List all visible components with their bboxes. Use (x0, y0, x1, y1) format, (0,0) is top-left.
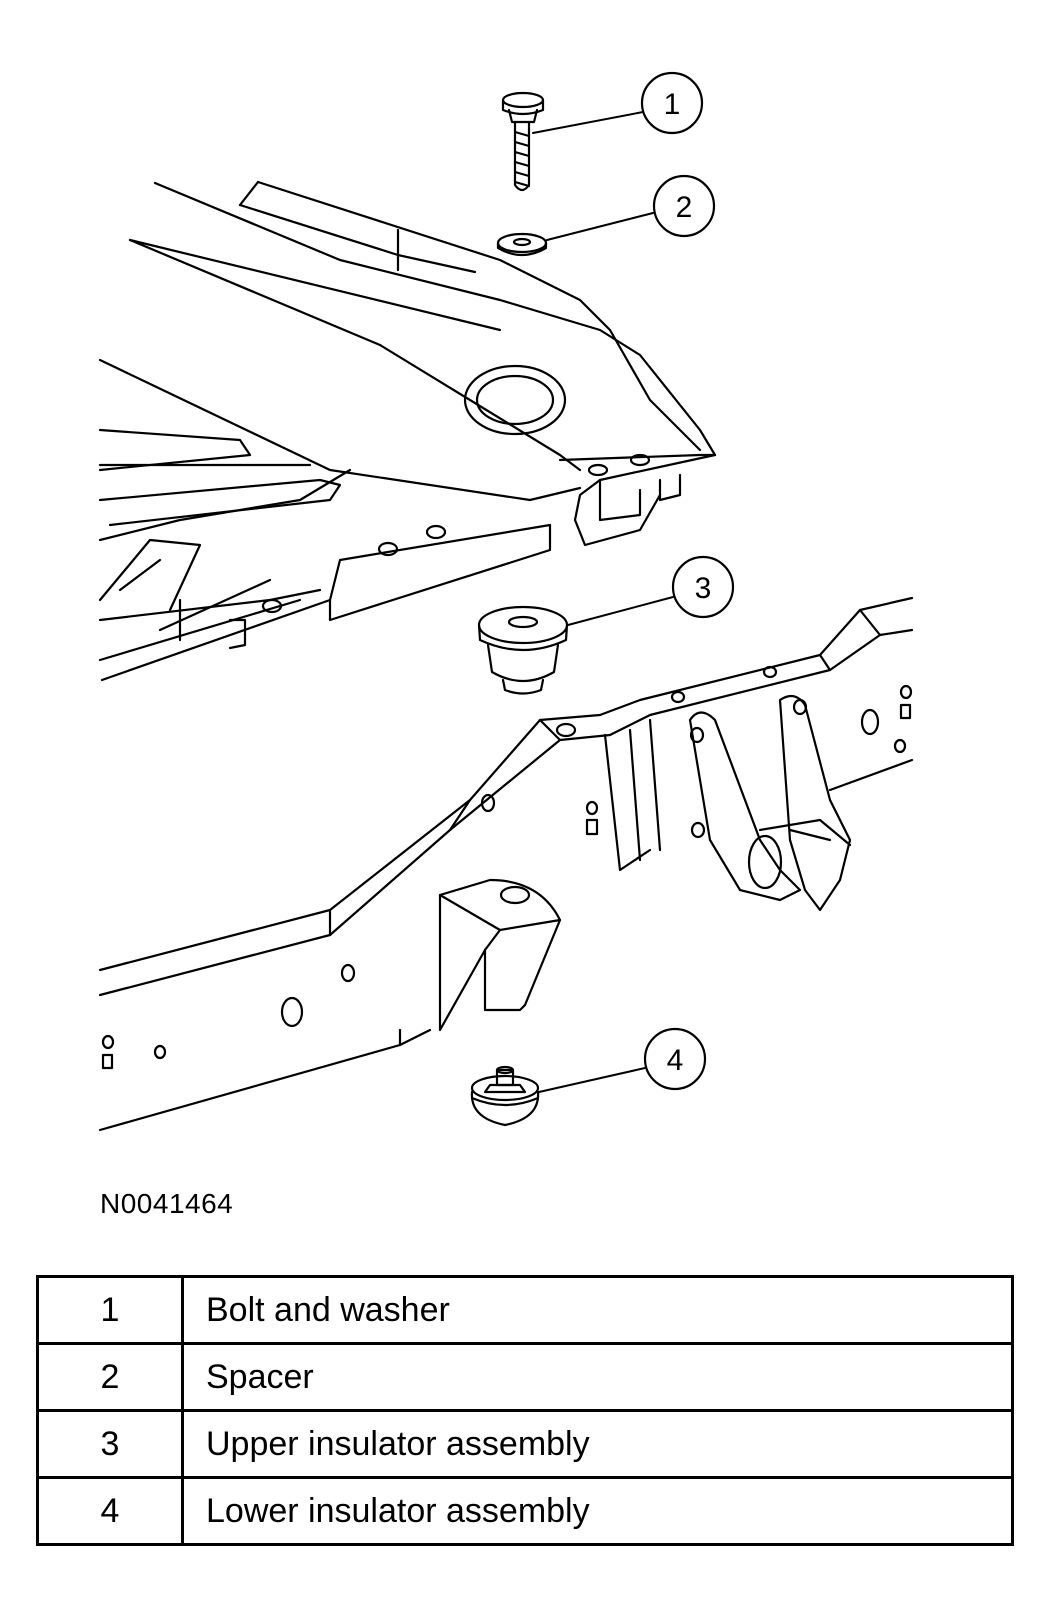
body-floor-structure (98, 180, 717, 682)
legend-label-3: Upper insulator assembly (181, 1409, 1014, 1479)
frame-rail (98, 596, 914, 1132)
legend-number-3: 3 (36, 1409, 184, 1479)
callout-number-1: 1 (664, 88, 681, 121)
spacer-part (496, 232, 548, 257)
leader-lines (532, 111, 674, 1093)
legend-label-1: Bolt and washer (181, 1275, 1014, 1345)
legend-number-2: 2 (36, 1342, 184, 1412)
lower-insulator-part (470, 1065, 540, 1127)
callout-number-4: 4 (667, 1044, 684, 1077)
legend-label-4: Lower insulator assembly (181, 1476, 1014, 1546)
callout-circles (640, 71, 735, 1091)
parts-legend-table: 1 Bolt and washer 2 Spacer 3 Upper insul… (36, 1275, 1014, 1546)
figure-reference-code: N0041464 (100, 1188, 234, 1219)
legend-label-2: Spacer (181, 1342, 1014, 1412)
table-row: 2 Spacer (36, 1342, 1014, 1412)
bolt-and-washer-part (501, 91, 545, 192)
callout-number-2: 2 (676, 191, 693, 224)
table-row: 4 Lower insulator assembly (36, 1476, 1014, 1546)
legend-number-4: 4 (36, 1476, 184, 1546)
exploded-view-diagram: 1 2 3 4 (98, 71, 914, 1132)
table-row: 3 Upper insulator assembly (36, 1409, 1014, 1479)
table-row: 1 Bolt and washer (36, 1275, 1014, 1345)
upper-insulator-part (477, 605, 569, 695)
legend-number-1: 1 (36, 1275, 184, 1345)
callout-number-3: 3 (695, 572, 712, 605)
